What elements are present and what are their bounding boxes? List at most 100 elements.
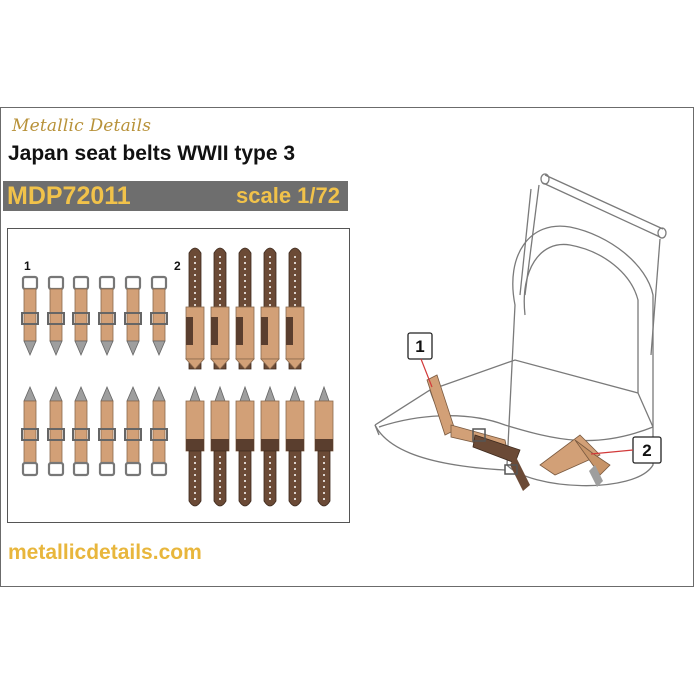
p2-top-hole [194, 286, 196, 288]
p2-bottom-hole [323, 498, 325, 500]
p2-top-hole [219, 280, 221, 282]
p2-top-hole [269, 304, 271, 306]
p2-bottom-hole [323, 468, 325, 470]
p2-bottom-hole [269, 492, 271, 494]
p1-bottom-strap [74, 400, 88, 464]
p2-top-hole [244, 280, 246, 282]
p2-top-hole [194, 268, 196, 270]
p2-bottom-pad-dark [186, 439, 204, 451]
p2-bottom-hole [194, 486, 196, 488]
p1-top-tip [23, 340, 37, 357]
p2-top-hole [219, 256, 221, 258]
p2-bottom-tip [318, 385, 330, 402]
p1-top-strap [126, 288, 140, 342]
p1-bottom-strap [126, 400, 140, 464]
p1-bottom-strap [23, 400, 37, 464]
callout-2-label: 2 [642, 441, 651, 460]
p1-bottom-strap [49, 400, 63, 464]
scale-label: scale 1/72 [236, 183, 340, 208]
p2-top-pad-tip [235, 358, 255, 370]
p1-top-slider [124, 312, 142, 325]
p2-bottom-hole [219, 498, 221, 500]
p2-bottom-hole [269, 498, 271, 500]
p1-top-buckle [98, 275, 116, 291]
callout-2: 2 [590, 436, 662, 464]
p1-top-buckle [150, 275, 168, 291]
p2-bottom-tip [289, 385, 301, 402]
p2-bottom-strap [188, 450, 202, 507]
p2-bottom-hole [294, 468, 296, 470]
p2-bottom-hole [194, 492, 196, 494]
p2-top-hole [244, 268, 246, 270]
p2-bottom-hole [219, 462, 221, 464]
p2-bottom-strap [263, 450, 277, 507]
p2-bottom-hole [219, 480, 221, 482]
p2-top-pad-tip [185, 358, 205, 370]
p1-top-buckle [21, 275, 39, 291]
p2-top-pad-tip [285, 358, 305, 370]
p1-top-strap [74, 288, 88, 342]
belt-parts-drawing [21, 247, 334, 507]
p2-bottom-hole [219, 456, 221, 458]
p1-bottom-slider [98, 428, 116, 441]
p2-top-hole [269, 268, 271, 270]
p1-bottom-buckle [98, 461, 116, 477]
p2-top-hole [269, 292, 271, 294]
p2-bottom-hole [294, 492, 296, 494]
p1-bottom-buckle [21, 461, 39, 477]
p2-bottom-tip [264, 385, 276, 402]
p2-bottom-hole [244, 462, 246, 464]
p2-top-hole [294, 268, 296, 270]
p2-top-hole [194, 292, 196, 294]
p2-bottom-hole [244, 486, 246, 488]
p2-top-hole [269, 298, 271, 300]
p1-top-slider [72, 312, 90, 325]
p2-top-hole [219, 304, 221, 306]
p2-bottom-hole [219, 468, 221, 470]
p2-top-hole [244, 298, 246, 300]
p2-top-hole [294, 286, 296, 288]
p2-bottom-hole [323, 480, 325, 482]
p2-bottom-hole [244, 492, 246, 494]
p1-bottom-strap [100, 400, 114, 464]
p2-bottom-tip [189, 385, 201, 402]
p2-bottom-hole [269, 456, 271, 458]
p1-bottom-strap [152, 400, 166, 464]
p2-bottom-hole [194, 468, 196, 470]
p2-bottom-strap [288, 450, 302, 507]
p2-bottom-hole [194, 456, 196, 458]
p2-bottom-hole [294, 456, 296, 458]
p2-bottom-hole [294, 474, 296, 476]
p2-bottom-strap [213, 450, 227, 507]
p2-bottom-hole [294, 480, 296, 482]
p1-bottom-buckle [47, 461, 65, 477]
p2-top-hole [269, 286, 271, 288]
p2-top-pad-tip [260, 358, 280, 370]
p1-top-strap [152, 288, 166, 342]
p2-top-hole [219, 292, 221, 294]
p2-bottom-hole [244, 480, 246, 482]
p1-top-tip [152, 340, 166, 357]
p1-bottom-tip [74, 385, 88, 402]
p2-bottom-hole [323, 456, 325, 458]
p2-bottom-pad-dark [211, 439, 229, 451]
p2-top-hole [194, 298, 196, 300]
p2-bottom-hole [294, 498, 296, 500]
p2-top-hole [294, 274, 296, 276]
p2-top-hole [294, 304, 296, 306]
p1-bottom-slider [150, 428, 168, 441]
p2-bottom-hole [323, 462, 325, 464]
product-code-bar: MDP72011 scale 1/72 [3, 181, 348, 211]
p2-bottom-hole [194, 462, 196, 464]
part-number-2: 2 [174, 259, 181, 273]
p2-top-pad-dark [261, 317, 268, 345]
p2-top-hole [219, 274, 221, 276]
website-link[interactable]: metallicdetails.com [8, 541, 202, 564]
p2-top-hole [219, 268, 221, 270]
p2-bottom-hole [269, 480, 271, 482]
p2-top-hole [244, 304, 246, 306]
p2-bottom-hole [323, 474, 325, 476]
p1-bottom-buckle [150, 461, 168, 477]
p2-bottom-hole [244, 456, 246, 458]
p2-top-hole [244, 274, 246, 276]
